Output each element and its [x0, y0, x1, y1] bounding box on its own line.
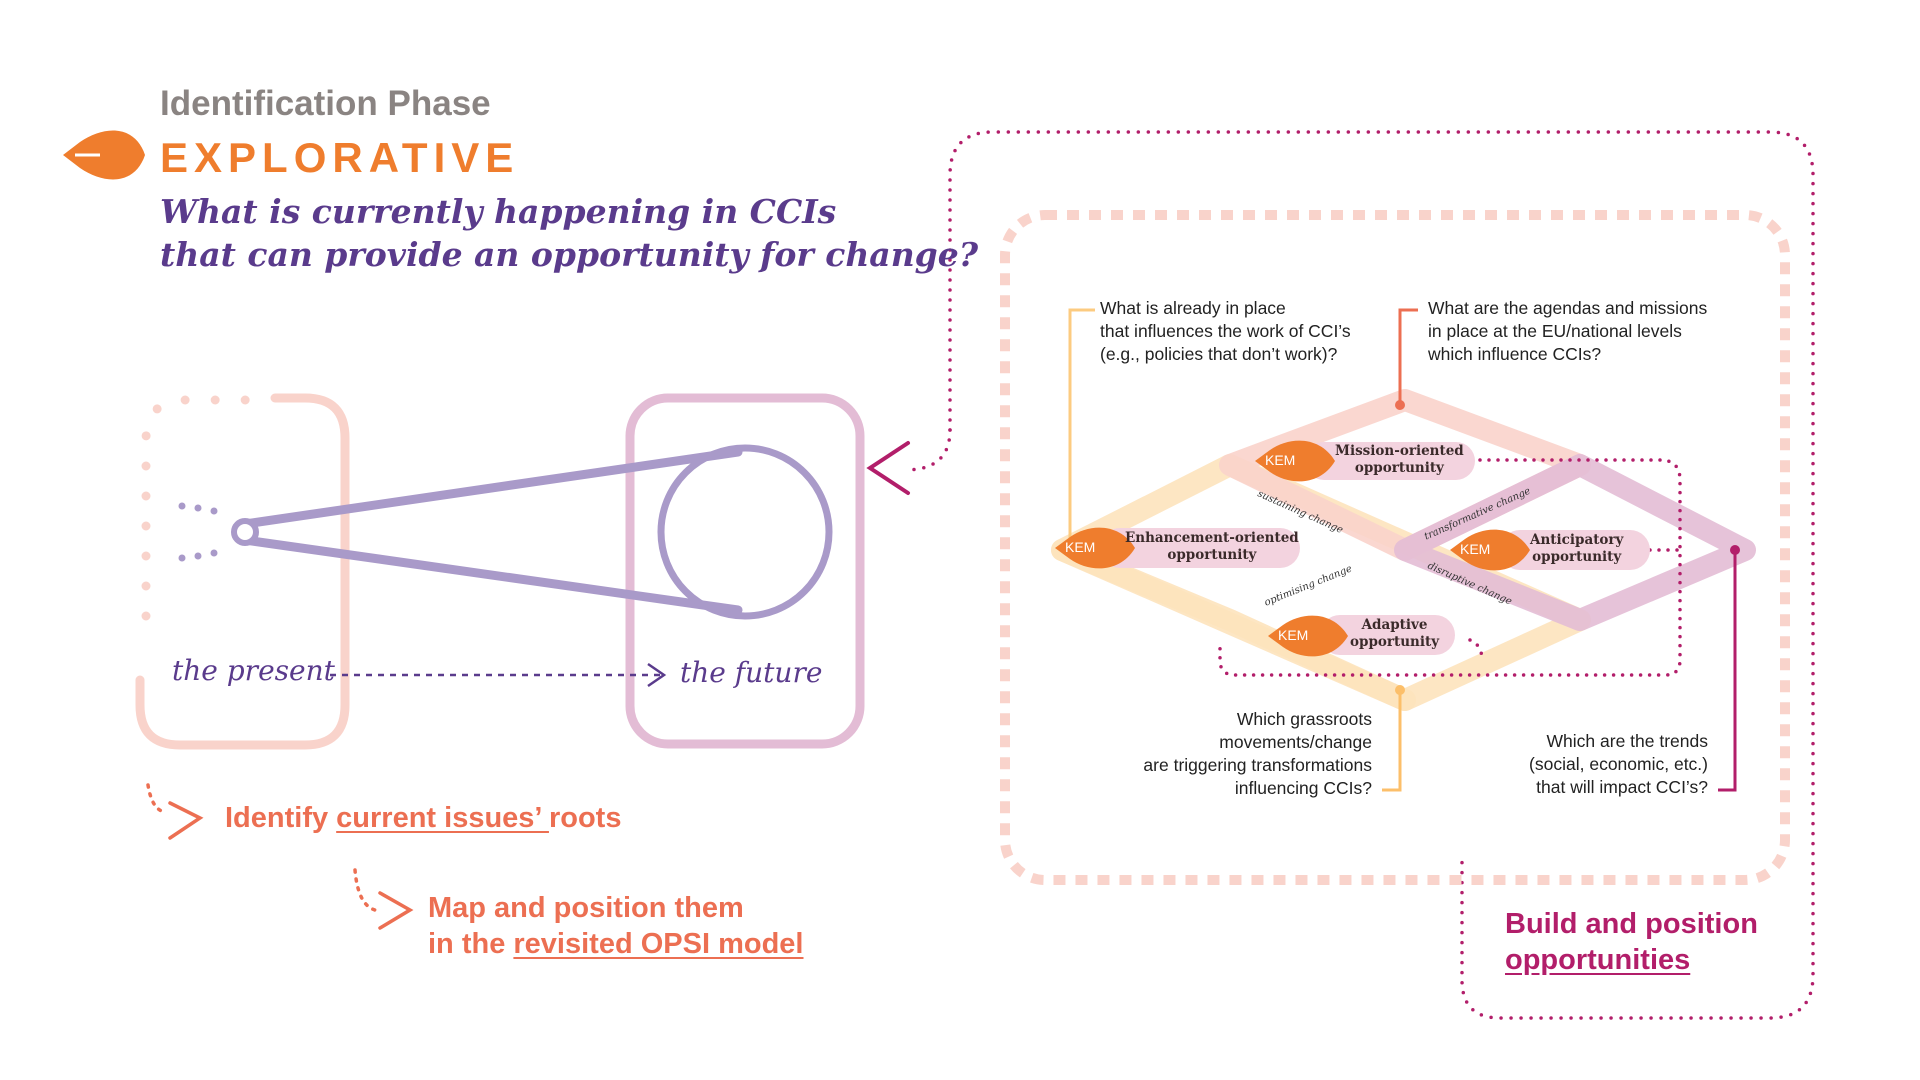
question-grassroots-line: are triggering transformations — [1143, 755, 1372, 775]
opportunity-connectors — [1218, 458, 1682, 677]
main-question-line1: What is currently happening in CCIs — [160, 192, 837, 231]
build-action: Build and position opportunities — [1505, 906, 1758, 978]
identify-arrow-icon — [146, 783, 204, 840]
question-grassroots-line: movements/change — [1219, 732, 1372, 752]
future-box — [625, 393, 865, 749]
opportunity-mission-line: opportunity — [1354, 460, 1444, 476]
opportunity-anticipatory: Anticipatory opportunity — [1530, 532, 1623, 566]
question-agendas: What are the agendas and missions in pla… — [1428, 297, 1707, 366]
opportunity-mission: Mission-oriented opportunity — [1335, 443, 1464, 477]
kem-label-mission: KEM — [1265, 452, 1296, 468]
question-agendas-line: which influence CCIs? — [1428, 344, 1602, 364]
opportunity-anticipatory-line: opportunity — [1532, 549, 1622, 565]
opportunity-enhancement-line: opportunity — [1167, 547, 1257, 563]
future-label: the future — [680, 656, 823, 689]
question-agendas-line: What are the agendas and missions — [1428, 298, 1708, 318]
question-trends-line: that will impact CCI’s? — [1536, 777, 1708, 797]
question-agendas-line: in place at the EU/national levels — [1428, 321, 1682, 341]
timeline-arrow — [330, 662, 667, 688]
main-question-line2: that can provide an opportunity for chan… — [160, 235, 979, 274]
identify-action: Identify current issues’ roots — [225, 800, 621, 836]
question-trends: Which are the trends (social, economic, … — [1529, 730, 1708, 799]
opportunity-adaptive-line: opportunity — [1350, 634, 1440, 650]
build-link[interactable]: opportunities — [1505, 944, 1691, 976]
leaf-icon — [63, 130, 145, 180]
telescope-icon — [178, 444, 833, 620]
opportunity-anticipatory-line: Anticipatory — [1530, 532, 1624, 548]
question-trends-line: (social, economic, etc.) — [1529, 754, 1708, 774]
question-connectors — [1068, 308, 1740, 792]
opportunity-adaptive: Adaptive opportunity — [1350, 617, 1439, 651]
question-policies-line: that influences the work of CCI’s — [1100, 321, 1351, 341]
purple-band — [1394, 454, 1756, 631]
kem-label-enhancement: KEM — [1065, 539, 1096, 555]
phase-label: Identification Phase — [160, 84, 491, 123]
phase-title: EXPLORATIVE — [160, 134, 520, 181]
map-line2-prefix: in the — [428, 928, 514, 960]
question-policies: What is already in place that influences… — [1100, 297, 1351, 366]
opsi-frame — [1000, 210, 1790, 885]
question-policies-line: What is already in place — [1100, 298, 1286, 318]
map-arrow-icon — [353, 868, 414, 930]
identify-suffix: roots — [548, 802, 622, 834]
opportunity-enhancement: Enhancement-oriented opportunity — [1125, 530, 1299, 564]
identify-prefix: Identify — [225, 802, 337, 834]
build-line1: Build and position — [1505, 908, 1758, 940]
question-trends-line: Which are the trends — [1546, 731, 1708, 751]
present-label: the present — [172, 654, 335, 687]
opportunity-enhancement-line: Enhancement-oriented — [1125, 530, 1299, 546]
opportunity-mission-line: Mission-oriented — [1335, 443, 1464, 459]
question-grassroots-line: Which grassroots — [1236, 709, 1372, 729]
map-line1: Map and position them — [428, 892, 744, 924]
build-frame — [903, 130, 1815, 1020]
build-frame-arrowhead — [866, 441, 910, 495]
small-orange-band — [1051, 539, 1416, 711]
kem-leaf-icons — [1055, 440, 1530, 657]
main-question: What is currently happening in CCIs that… — [160, 190, 978, 276]
question-grassroots: Which grassroots movements/change are tr… — [1143, 708, 1372, 800]
identify-link[interactable]: current issues’ — [336, 802, 549, 834]
present-box — [135, 393, 350, 750]
kem-label-anticipatory: KEM — [1460, 541, 1491, 557]
kem-label-adaptive: KEM — [1278, 627, 1309, 643]
opportunity-pills — [1100, 442, 1650, 655]
opportunity-adaptive-line: Adaptive — [1361, 617, 1428, 633]
question-grassroots-line: influencing CCIs? — [1234, 778, 1372, 798]
question-policies-line: (e.g., policies that don’t work)? — [1100, 344, 1338, 364]
map-link[interactable]: revisited OPSI model — [513, 928, 804, 960]
map-action: Map and position them in the revisited O… — [428, 890, 804, 962]
